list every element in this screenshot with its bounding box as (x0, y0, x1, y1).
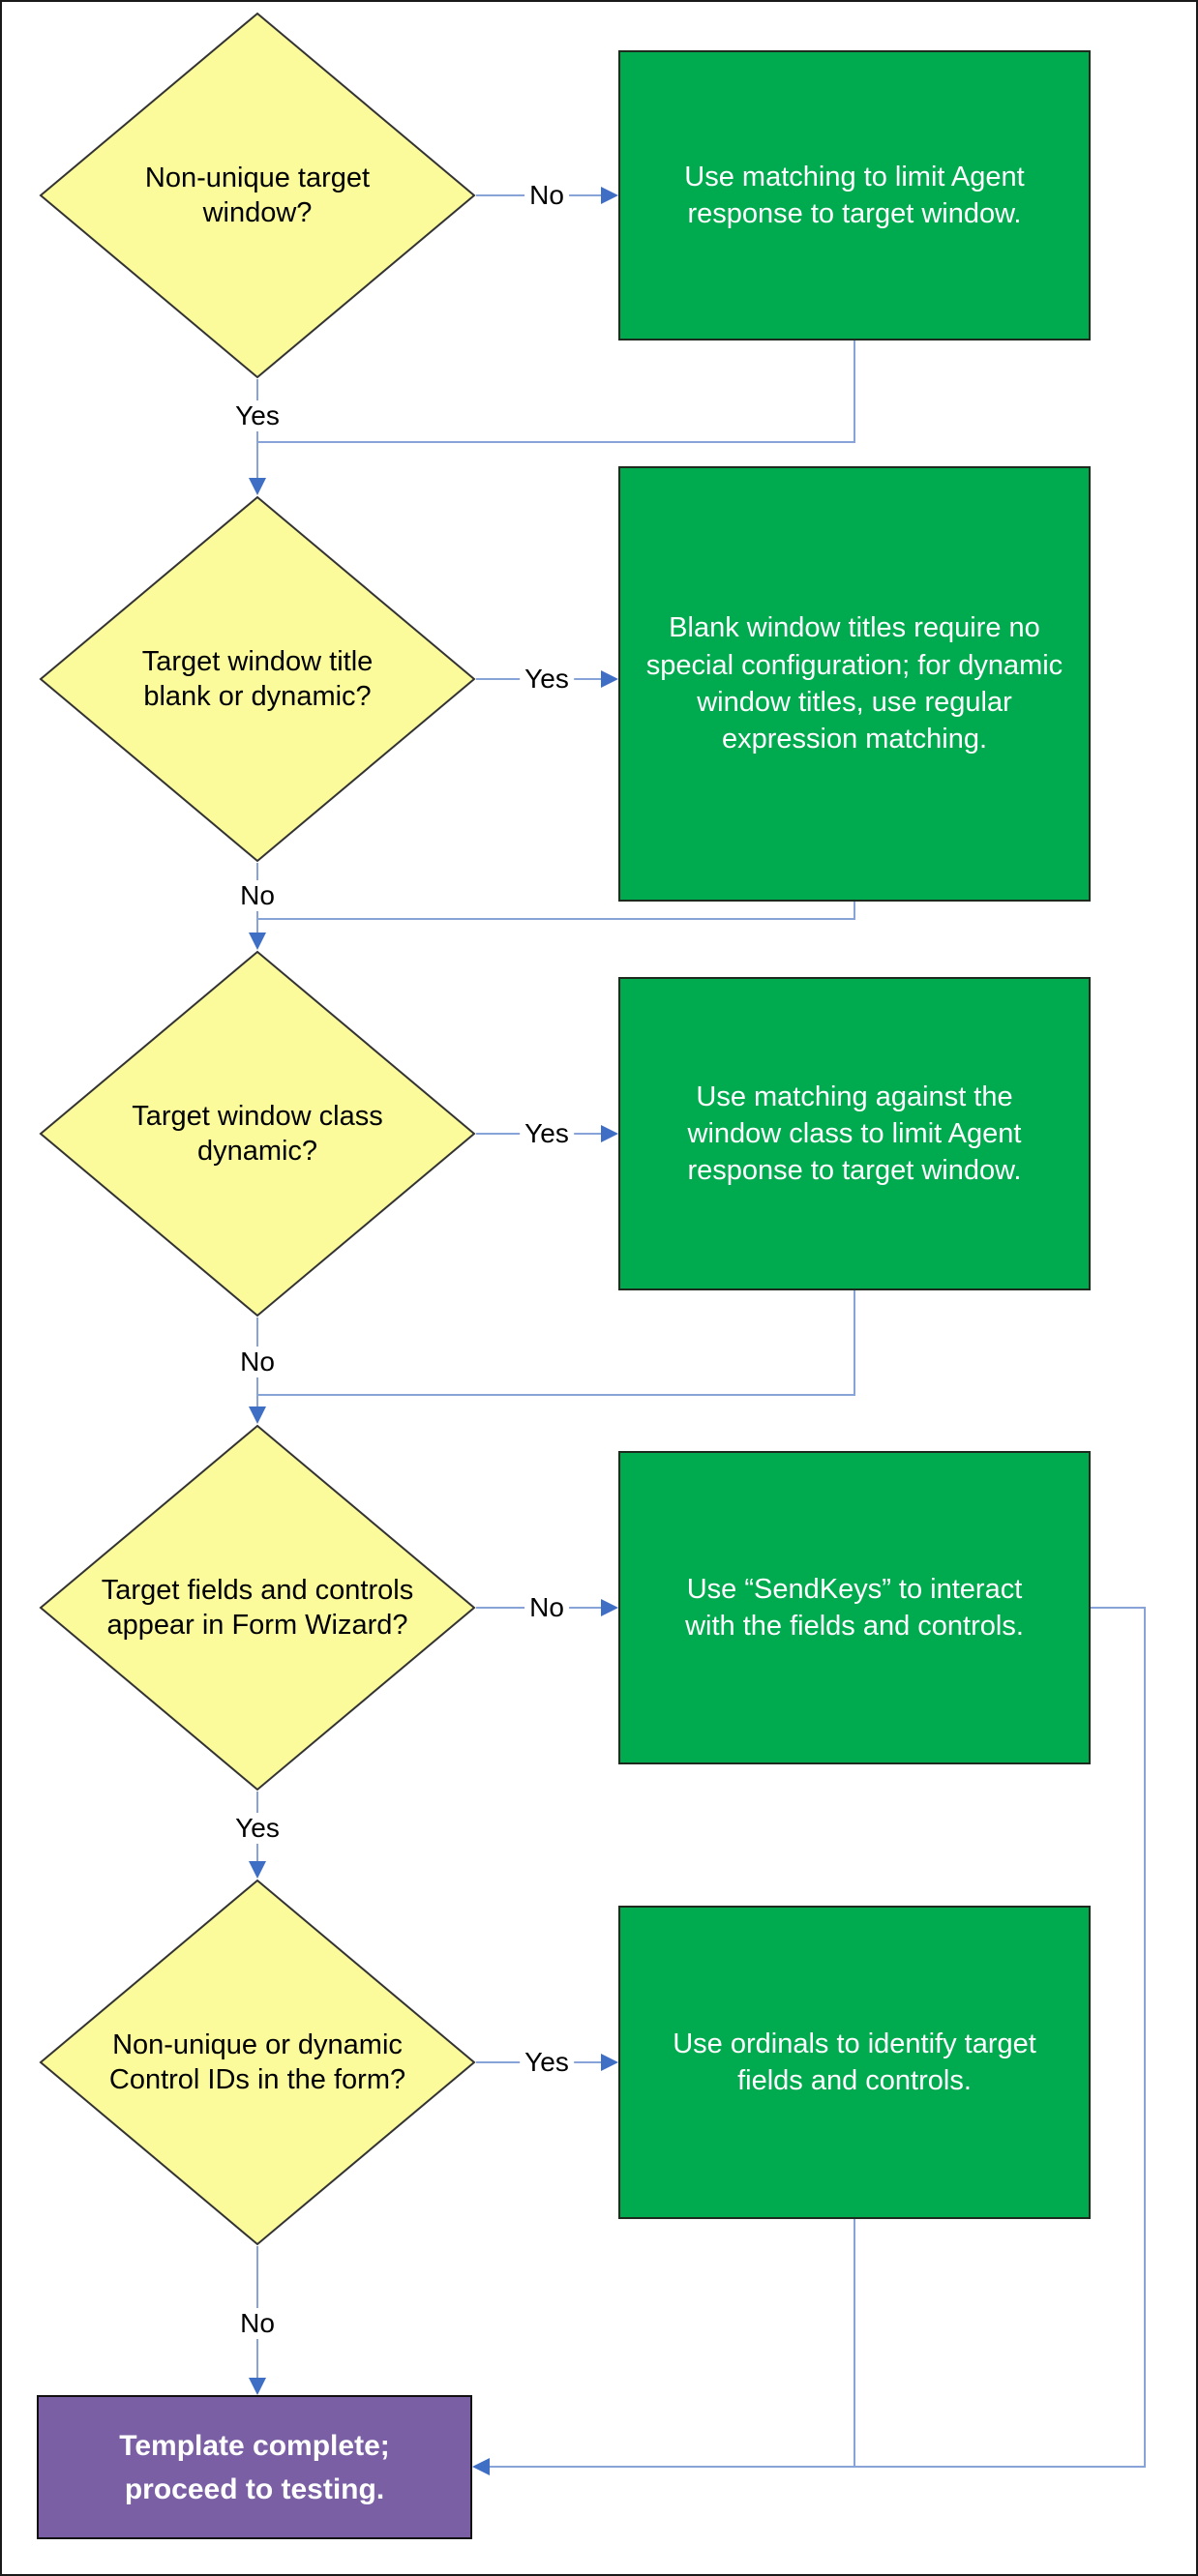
action-use-matching: Use matching to limit Agent response to … (618, 50, 1091, 341)
decision-question: Non-unique target window? (144, 162, 371, 228)
decision-question: Non-unique or dynamic Control IDs in the… (108, 2028, 406, 2095)
action-text: Use matching to limit Agent response to … (684, 161, 1025, 229)
action-text: Use “SendKeys” to interact with the fiel… (685, 1573, 1024, 1642)
decision-non-unique-target-window: Non-unique target window? (39, 12, 476, 379)
arrowhead-into-b3 (601, 1125, 618, 1142)
diamond-shape (39, 495, 476, 863)
arrowhead-into-b4 (601, 1599, 618, 1616)
edge-label-d3-yes: Yes (520, 1118, 574, 1149)
action-text: Use matching against the window class to… (687, 1081, 1022, 1187)
decision-fields-in-form-wizard: Target fields and controls appear in For… (39, 1424, 476, 1791)
decision-question: Target window class dynamic? (132, 1100, 383, 1167)
edge-label-d1-yes: Yes (230, 400, 285, 431)
arrowhead-into-b2 (601, 670, 618, 688)
action-text: Use ordinals to identify target fields a… (673, 2028, 1036, 2096)
action-match-window-class: Use matching against the window class to… (618, 977, 1091, 1290)
arrowhead-into-b5 (601, 2054, 618, 2071)
edge-label-d2-yes: Yes (520, 664, 574, 695)
arrowhead-into-terminal-right (472, 2458, 490, 2475)
edge-label-d3-no: No (235, 1347, 280, 1377)
diamond-shape (39, 1879, 476, 2246)
diamond-shape (39, 12, 476, 379)
decision-window-title-blank-or-dynamic: Target window title blank or dynamic? (39, 495, 476, 863)
edge-b2-return (257, 902, 855, 920)
action-text: Blank window titles require no special c… (645, 612, 1063, 755)
decision-window-class-dynamic: Target window class dynamic? (39, 950, 476, 1318)
decision-question: Target fields and controls appear in For… (101, 1574, 414, 1641)
arrowhead-into-b1 (601, 187, 618, 204)
diamond-shape (39, 950, 476, 1318)
terminal-template-complete: Template complete; proceed to testing. (37, 2395, 472, 2539)
arrowhead-into-d5 (249, 1861, 266, 1879)
edge-label-d4-yes: Yes (230, 1813, 285, 1844)
decision-non-unique-control-ids: Non-unique or dynamic Control IDs in the… (39, 1879, 476, 2246)
edge-label-d2-no: No (235, 880, 280, 911)
terminal-text: Template complete; proceed to testing. (119, 2429, 390, 2505)
action-use-ordinals: Use ordinals to identify target fields a… (618, 1906, 1091, 2219)
decision-question: Target window title blank or dynamic? (141, 645, 374, 712)
edge-label-d1-no: No (524, 180, 569, 211)
action-blank-or-regex-matching: Blank window titles require no special c… (618, 466, 1091, 902)
edge-label-d5-yes: Yes (520, 2047, 574, 2078)
action-use-sendkeys: Use “SendKeys” to interact with the fiel… (618, 1451, 1091, 1764)
edge-label-d4-no: No (524, 1592, 569, 1623)
arrowhead-into-d2 (249, 478, 266, 495)
arrowhead-into-d3 (249, 933, 266, 950)
diamond-shape (39, 1424, 476, 1791)
arrowhead-into-terminal-top (249, 2378, 266, 2395)
edge-label-d5-no: No (235, 2308, 280, 2339)
arrowhead-into-d4 (249, 1406, 266, 1424)
